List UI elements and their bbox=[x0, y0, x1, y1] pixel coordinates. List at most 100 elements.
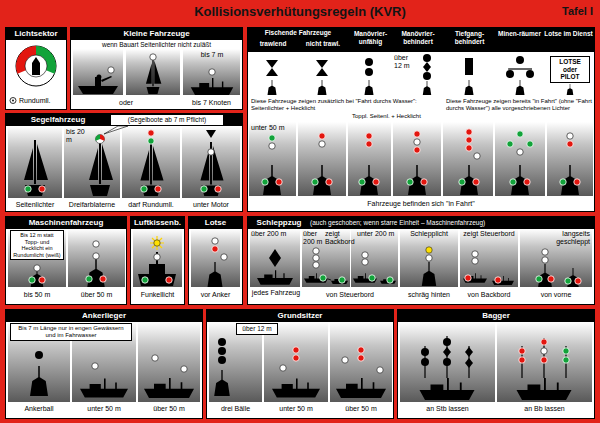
note-text: Bis 12 m statt Topp- und Hecklicht ein R… bbox=[13, 232, 61, 258]
white-light bbox=[93, 253, 99, 259]
red-light bbox=[466, 137, 472, 143]
red-light bbox=[148, 130, 154, 136]
night-scene bbox=[8, 126, 62, 198]
night-scene bbox=[64, 126, 120, 198]
sheet-number: Tafel I bbox=[530, 5, 593, 18]
caption-label: unter 50 m bbox=[72, 405, 136, 413]
chart-title: Kollisionsverhütungsregeln (KVR) bbox=[0, 4, 600, 19]
sailboat bbox=[146, 58, 161, 94]
white-light bbox=[313, 255, 319, 261]
caption-label: über 50 m bbox=[138, 405, 200, 413]
header-band bbox=[206, 309, 394, 322]
hovercraft bbox=[138, 252, 176, 286]
caption-label: über 50 m bbox=[330, 405, 392, 413]
panel-heading: Bagger bbox=[398, 310, 594, 321]
green-light bbox=[320, 275, 326, 281]
red-light bbox=[541, 357, 547, 363]
panel: Bagger bbox=[397, 309, 595, 419]
panel-ground bbox=[188, 216, 243, 305]
red-light bbox=[548, 276, 554, 282]
tug bbox=[353, 273, 377, 283]
night-scene bbox=[348, 122, 391, 196]
white-light bbox=[154, 254, 160, 260]
night-scene bbox=[183, 49, 240, 95]
panel-subheading: (auch geschoben; wenn starre Einheit – M… bbox=[310, 217, 592, 228]
night-scene bbox=[497, 322, 592, 402]
tow bbox=[492, 276, 514, 285]
red-light bbox=[39, 277, 45, 283]
green-light bbox=[86, 276, 92, 282]
night-scene bbox=[8, 229, 66, 287]
ship-front bbox=[268, 80, 277, 95]
caption-label: von Backbord bbox=[460, 291, 518, 299]
red-light bbox=[100, 276, 106, 282]
panel-ground bbox=[397, 309, 595, 419]
panel: Grundsitzerüber 12 m bbox=[206, 309, 394, 419]
caption-label: vor Anker bbox=[189, 291, 242, 299]
tow bbox=[380, 277, 396, 283]
header-band bbox=[188, 216, 243, 229]
ball-shape bbox=[423, 54, 431, 62]
caption-label: an Bb lassen bbox=[497, 405, 592, 413]
red-light bbox=[414, 147, 420, 153]
white-light bbox=[208, 149, 214, 155]
caption-label: unter 200 m bbox=[357, 230, 397, 238]
red-light bbox=[421, 179, 427, 185]
ship-front bbox=[538, 264, 552, 287]
sailboat bbox=[140, 142, 163, 196]
green-light bbox=[560, 179, 566, 185]
red-light bbox=[574, 179, 580, 185]
header-band bbox=[70, 27, 243, 40]
white-light bbox=[212, 238, 218, 244]
tug bbox=[304, 273, 328, 283]
tow bbox=[331, 277, 348, 284]
sector-disc bbox=[16, 46, 56, 86]
ball-shape bbox=[218, 356, 226, 364]
white-light bbox=[221, 254, 227, 260]
caption-label: Dreifarblaterne bbox=[64, 201, 120, 209]
caption-label: Rundumll. bbox=[19, 97, 65, 105]
white-light bbox=[567, 133, 573, 139]
panel-subheading: trawlend bbox=[248, 40, 298, 48]
white-light bbox=[313, 248, 319, 254]
panel-subheading: Tiefgang-behindert bbox=[443, 30, 496, 45]
ship-front bbox=[87, 258, 104, 287]
caption-label: Diese Fahrzeuge zeigen bereits "in Fahrt… bbox=[446, 98, 592, 112]
header-band bbox=[130, 216, 185, 229]
mast bbox=[425, 336, 469, 378]
panel-subheading: Lotse im Dienst bbox=[543, 30, 594, 38]
note-box: Bis 7 m Länge nur in engen Gewässern und… bbox=[10, 323, 132, 341]
caption-label: oder bbox=[98, 99, 154, 107]
caption-label: drei Bälle bbox=[209, 405, 262, 413]
panel-ground bbox=[5, 309, 203, 419]
diamond-shape bbox=[423, 62, 431, 72]
red-light bbox=[524, 179, 530, 185]
cone-shape bbox=[316, 60, 328, 76]
ball-shape bbox=[443, 358, 451, 366]
sailboat bbox=[24, 140, 48, 196]
tricolor-lantern bbox=[96, 135, 105, 144]
red-light bbox=[495, 277, 501, 283]
panel-heading: Lichtsektor bbox=[6, 28, 66, 39]
yellow-flash-light bbox=[154, 240, 160, 246]
red-light bbox=[567, 141, 573, 147]
red-light bbox=[366, 133, 372, 139]
green-light bbox=[407, 179, 413, 185]
ship-front bbox=[465, 80, 474, 95]
caption-label: Seitenlichter bbox=[8, 201, 62, 209]
green-light bbox=[269, 135, 275, 141]
white-light bbox=[92, 363, 98, 369]
sailboat bbox=[89, 140, 113, 196]
header-band bbox=[397, 309, 595, 322]
ball-shape bbox=[218, 338, 226, 346]
red-light bbox=[326, 179, 332, 185]
night-scene bbox=[68, 229, 125, 287]
night-scene bbox=[191, 229, 240, 287]
green-light bbox=[262, 179, 268, 185]
red-light bbox=[519, 357, 525, 363]
panel: AnkerliegerBis 7 m Länge nur in engen Ge… bbox=[5, 309, 203, 419]
rowboat bbox=[78, 75, 118, 95]
white-light bbox=[152, 355, 158, 361]
night-scene bbox=[138, 322, 200, 402]
